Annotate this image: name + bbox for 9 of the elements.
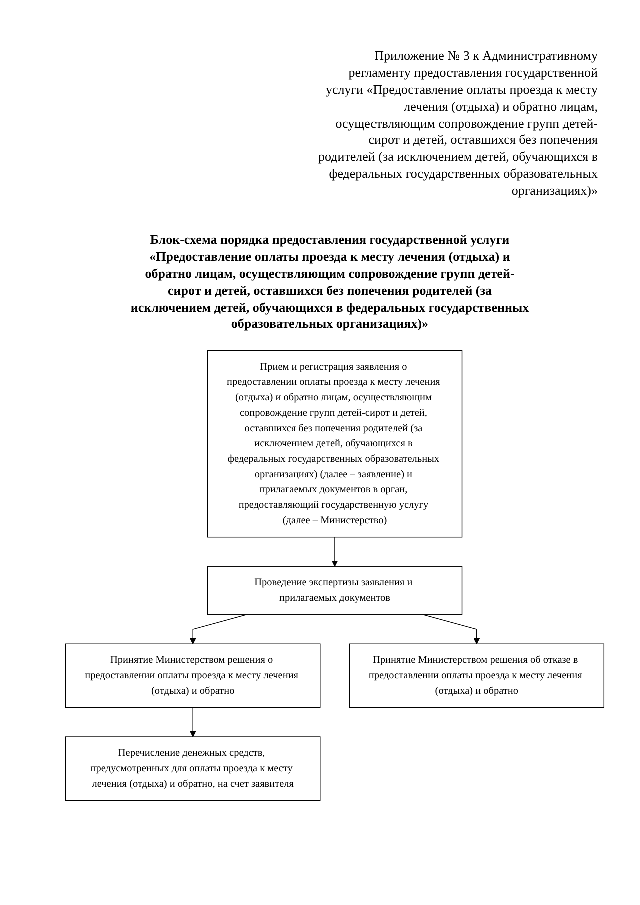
diagram-title: Блок-схема порядка предоставления государственной услуги «Предоставление оплаты проезда к месту лечения (отдыха) и обратно лицам, осуществляющим сопровождение групп детей-сирот и детей, оставшихся без попечения родителей (за исключением детей, обучающихся в федеральных государственных образовательных организациях)» <box>130 232 530 334</box>
process-box: Принятие Министерством решения о предоставлении оплаты проезда к месту лечения (отдыха) и обратно <box>65 644 321 708</box>
process-box: Принятие Министерством решения об отказе в предоставлении оплаты проезда к месту лечения (отдыха) и обратно <box>349 644 605 708</box>
arrow <box>332 537 338 568</box>
arrow <box>190 708 196 738</box>
process-box: Прием и регистрация заявления о предоставлении оплаты проезда к месту лечения (отдыха) и обратно лицам, осуществляющим сопровождение групп детей-сирот и детей, оставшихся без попечения родителей (за исключением детей, обучающихся в федеральных государственных образовательных организациях) (далее – заявление) и прилагаемых документов в орган, предоставляющий государственную услугу (далее – Министерство) <box>207 350 463 538</box>
process-box: Перечисление денежных средств, предусмотренных для оплаты проезда к месту лечения (отдыха) и обратно, на счет заявителя <box>65 737 321 802</box>
annex-note: Приложение № 3 к Административному регламенту предоставления государственной услуги «Предоставление оплаты проезда к месту лечения (отдыха) и обратно лицам, осуществляющим сопровождение групп детей-сирот и детей, оставшихся без попечения родителей (за исключением детей, обучающихся в федеральных государственных образовательных организациях)» <box>318 48 598 200</box>
process-box: Проведение экспертизы заявления и прилагаемых документов <box>207 566 463 616</box>
